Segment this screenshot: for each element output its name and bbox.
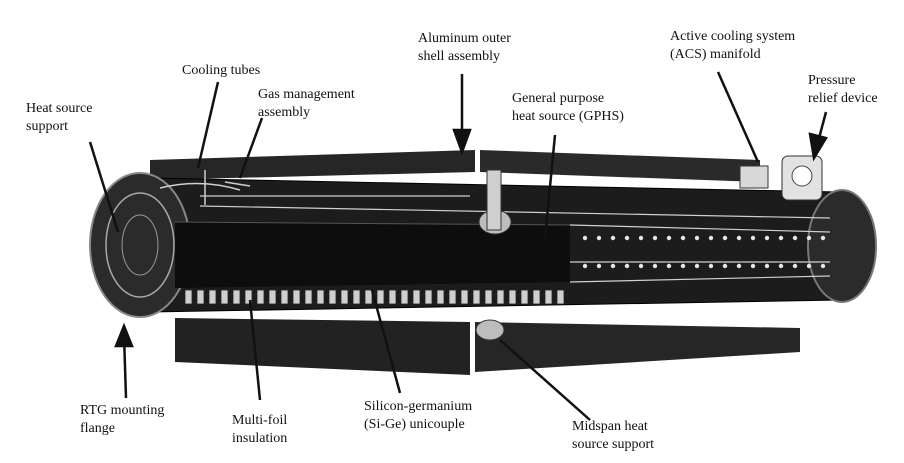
label-cooling-tubes: Cooling tubes: [182, 63, 261, 78]
unicouple-rows: [582, 235, 826, 269]
label-pressure-relief-device: Pressure relief device: [808, 73, 878, 106]
gphs-stack: [175, 222, 570, 288]
label-multi-foil-insulation: Multi-foil insulation: [232, 413, 288, 446]
label-midspan-heat-source-support: Midspan heat source support: [572, 419, 655, 452]
internal-frame: [199, 195, 831, 283]
label-heat-source-support: Heat source support: [26, 101, 93, 134]
right-end-cap: [807, 189, 877, 303]
acs-manifold-hardware: [739, 155, 823, 201]
label-sige-unicouple: Silicon-germanium (Si-Ge) unicouple: [364, 399, 473, 432]
lower-fins: [175, 318, 800, 375]
leader-lines: [88, 71, 828, 421]
label-rtg-mounting-flange: RTG mounting flange: [80, 403, 165, 436]
label-gas-management-assembly: Gas management assembly: [258, 87, 355, 120]
unicouple-brackets: [184, 289, 565, 305]
midspan-support-hardware: [475, 169, 512, 341]
cooling-tube-lines: [159, 170, 251, 205]
label-acs-manifold: Active cooling system (ACS) manifold: [670, 29, 796, 62]
label-aluminum-outer-shell: Aluminum outer shell assembly: [418, 31, 511, 64]
label-gphs: General purpose heat source (GPHS): [512, 91, 624, 124]
upper-fins: [150, 150, 760, 182]
